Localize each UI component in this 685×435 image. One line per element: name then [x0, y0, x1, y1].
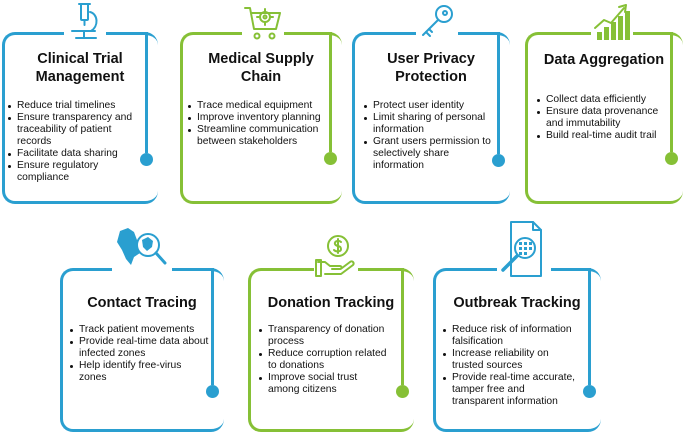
card-title: Donation Tracking: [267, 295, 395, 311]
list-item: Improve inventory planning: [187, 112, 329, 124]
list-item: Improve social trust among citizens: [258, 372, 390, 396]
card-item-list: Transparency of donation process Reduce …: [258, 324, 390, 396]
card-connector: [401, 268, 404, 385]
card-item-list: Reduce trial timelines Ensure transparen…: [7, 100, 145, 184]
card-title: Data Aggregation: [543, 52, 665, 68]
list-item: Streamline communication between stakeho…: [187, 124, 329, 148]
list-item: Provide real-time accurate, tamper free …: [442, 372, 578, 408]
growth-chart-icon: [591, 2, 633, 44]
list-item: Protect user identity: [363, 100, 499, 112]
list-item: Provide real-time data about infected zo…: [69, 336, 209, 360]
card-title: User Privacy Protection: [387, 51, 475, 85]
card-title: Clinical Trial Management: [35, 51, 125, 85]
list-item: Increase reliability on trusted sources: [442, 348, 578, 372]
card-data-aggregation: Data Aggregation Collect data efficientl…: [525, 2, 683, 204]
card-connector: [211, 268, 214, 385]
card-outbreak-tracking: Outbreak Tracking Reduce risk of informa…: [433, 220, 601, 432]
list-item: Limit sharing of personal information: [363, 112, 499, 136]
card-node-dot: [492, 154, 505, 167]
microscope-icon: [64, 2, 106, 44]
card-item-list: Collect data efficiently Ensure data pro…: [536, 94, 672, 142]
list-item: Build real-time audit trail: [536, 130, 672, 142]
list-item: Facilitate data sharing: [7, 148, 145, 160]
card-item-list: Track patient movements Provide real-tim…: [69, 324, 209, 384]
card-item-list: Protect user identity Limit sharing of p…: [363, 100, 499, 172]
card-node-dot: [140, 153, 153, 166]
card-medical-supply-chain: Medical Supply Chain Trace medical equip…: [180, 2, 342, 204]
card-contact-tracing: Contact Tracing Track patient movements …: [60, 226, 224, 432]
card-node-dot: [665, 152, 678, 165]
card-title: Contact Tracing: [87, 295, 197, 311]
card-title: Medical Supply Chain: [208, 51, 314, 85]
list-item: Collect data efficiently: [536, 94, 672, 106]
card-node-dot: [396, 385, 409, 398]
card-node-dot: [206, 385, 219, 398]
card-node-dot: [583, 385, 596, 398]
list-item: Trace medical equipment: [187, 100, 329, 112]
card-connector: [497, 32, 500, 154]
list-item: Ensure data provenance and immutability: [536, 106, 672, 130]
card-connector: [588, 268, 591, 385]
document-magnifier-icon: [497, 220, 551, 280]
list-item: Ensure regulatory compliance: [7, 160, 145, 184]
map-magnifier-icon: [112, 226, 172, 280]
list-item: Grant users permission to selectively sh…: [363, 136, 499, 172]
list-item: Help identify free-virus zones: [69, 360, 209, 384]
list-item: Reduce trial timelines: [7, 100, 145, 112]
card-item-list: Trace medical equipment Improve inventor…: [187, 100, 329, 148]
card-node-dot: [324, 152, 337, 165]
list-item: Reduce corruption related to donations: [258, 348, 390, 372]
list-item: Track patient movements: [69, 324, 209, 336]
list-item: Ensure transparency and traceability of …: [7, 112, 145, 148]
list-item: Transparency of donation process: [258, 324, 390, 348]
card-connector: [670, 32, 673, 152]
card-item-list: Reduce risk of information falsification…: [442, 324, 578, 408]
list-item: Reduce risk of information falsification: [442, 324, 578, 348]
gear-cart-icon: [242, 2, 284, 44]
card-title: Outbreak Tracking: [453, 295, 581, 311]
dollar-hand-icon: [314, 232, 358, 278]
card-user-privacy-protection: User Privacy Protection Protect user ide…: [352, 2, 510, 204]
card-connector: [329, 32, 332, 152]
key-icon: [416, 2, 458, 44]
card-connector: [145, 32, 148, 153]
card-clinical-trial-management: Clinical Trial Management Reduce trial t…: [2, 2, 158, 204]
card-donation-tracking: Donation Tracking Transparency of donati…: [248, 232, 414, 432]
